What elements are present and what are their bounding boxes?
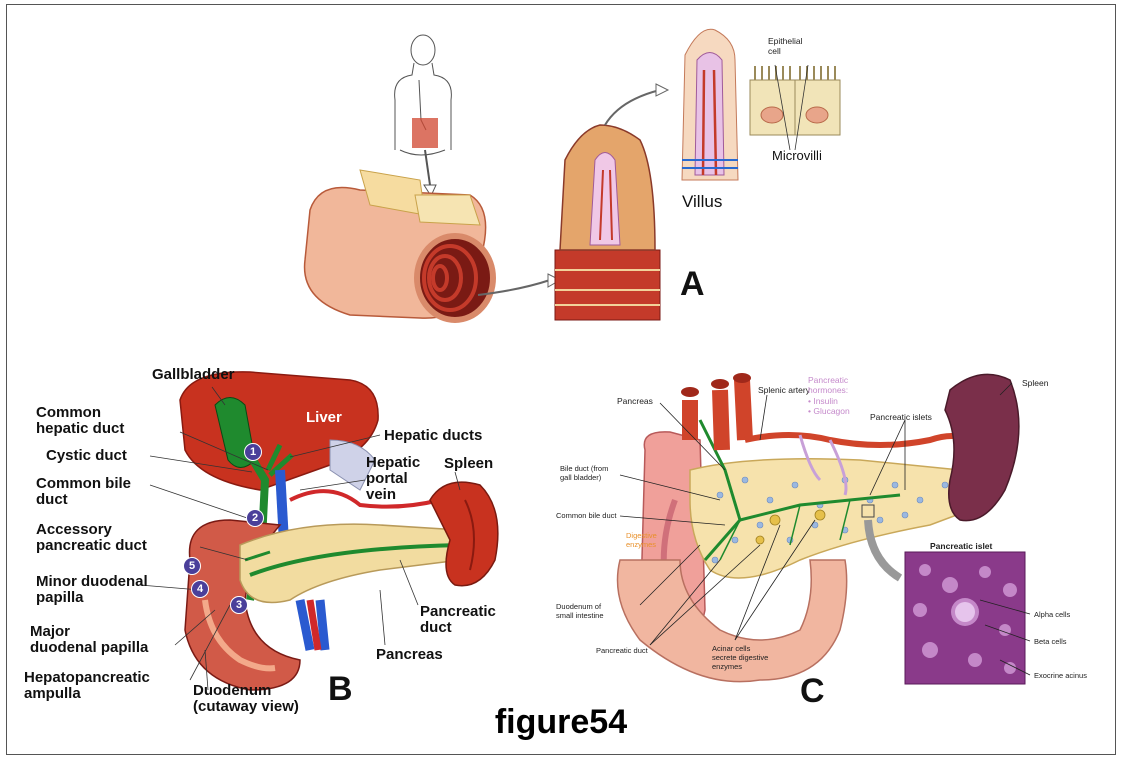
- panel-letter-a: A: [680, 265, 705, 304]
- label-common-bile-duct-c: Common bile duct: [556, 511, 616, 520]
- label-glucagon: • Glucagon: [808, 406, 850, 416]
- cell-nucleus-2: [806, 107, 828, 123]
- vessel-opening-3: [733, 373, 751, 383]
- marker-1: 1: [244, 443, 262, 461]
- label-common-bile-duct: Common bile duct: [36, 476, 131, 508]
- label-digestive-enzymes: Digestive enzymes: [626, 531, 657, 549]
- label-villus: Villus: [682, 192, 722, 212]
- body-intestine-highlight: [412, 118, 438, 148]
- single-villus-core: [695, 53, 724, 176]
- label-pancreas-c: Pancreas: [617, 396, 653, 406]
- panel-c-artwork: [618, 373, 1031, 684]
- label-cystic-duct: Cystic duct: [46, 448, 127, 464]
- vessel-opening-1: [681, 387, 699, 397]
- marker-4: 4: [191, 580, 209, 598]
- label-hepatic-portal-vein: Hepatic portal vein: [366, 455, 420, 503]
- label-alpha-cells: Alpha cells: [1034, 610, 1070, 619]
- label-major-duodenal-papilla: Major duodenal papilla: [30, 624, 148, 656]
- label-pancreatic-hormones: Pancreatic hormones:: [808, 375, 848, 395]
- microvilli-brush-border: [755, 66, 835, 80]
- label-spleen-c: Spleen: [1022, 378, 1048, 388]
- splenic-artery-c: [745, 435, 975, 445]
- cell-nucleus-1: [761, 107, 783, 123]
- villus-core: [590, 153, 620, 246]
- label-hepatic-ducts: Hepatic ducts: [384, 428, 482, 444]
- label-acinar-cells: Acinar cells secrete digestive enzymes: [712, 644, 768, 671]
- label-exocrine-acinus: Exocrine acinus: [1034, 671, 1087, 680]
- label-accessory-pancreatic-duct: Accessory pancreatic duct: [36, 522, 147, 554]
- arrow-to-villus-head: [656, 84, 668, 96]
- label-epithelial-cell: Epithelial cell: [768, 36, 803, 56]
- label-pancreatic-islet: Pancreatic islet: [930, 541, 992, 551]
- marker-3: 3: [230, 596, 248, 614]
- label-common-hepatic-duct: Common hepatic duct: [36, 405, 124, 437]
- label-pancreatic-duct-c: Pancreatic duct: [596, 646, 648, 655]
- label-spleen-b: Spleen: [444, 456, 493, 472]
- arrow-to-villus: [605, 90, 660, 125]
- label-pancreas-b: Pancreas: [376, 647, 443, 663]
- label-pancreatic-duct-b: Pancreatic duct: [420, 604, 496, 636]
- panel-a-artwork: [305, 29, 840, 320]
- label-minor-duodenal-papilla: Minor duodenal papilla: [36, 574, 148, 606]
- marker-5: 5: [183, 557, 201, 575]
- mesentery-flap-2: [415, 195, 480, 225]
- label-liver: Liver: [306, 410, 342, 426]
- label-hepatopancreatic-ampulla: Hepatopancreatic ampulla: [24, 670, 150, 702]
- label-gallbladder: Gallbladder: [152, 367, 235, 383]
- label-bile-duct: Bile duct (from gall bladder): [560, 464, 608, 482]
- marker-2: 2: [246, 509, 264, 527]
- label-splenic-artery: Splenic artery: [758, 385, 810, 395]
- label-beta-cells: Beta cells: [1034, 637, 1067, 646]
- intestinal-wall-block: [555, 250, 660, 320]
- pancreas-shape-b: [240, 524, 470, 602]
- islet-center: [955, 602, 975, 622]
- spleen-shape-c: [945, 374, 1019, 520]
- label-pancreatic-islets: Pancreatic islets: [870, 412, 932, 422]
- body-arrow: [425, 150, 430, 185]
- vessel-opening-2: [711, 379, 729, 389]
- label-duodenum-small-intestine: Duodenum of small intestine: [556, 602, 604, 620]
- label-insulin: • Insulin: [808, 396, 838, 406]
- label-microvilli: Microvilli: [772, 148, 822, 163]
- figure-title: figure54: [0, 703, 1122, 742]
